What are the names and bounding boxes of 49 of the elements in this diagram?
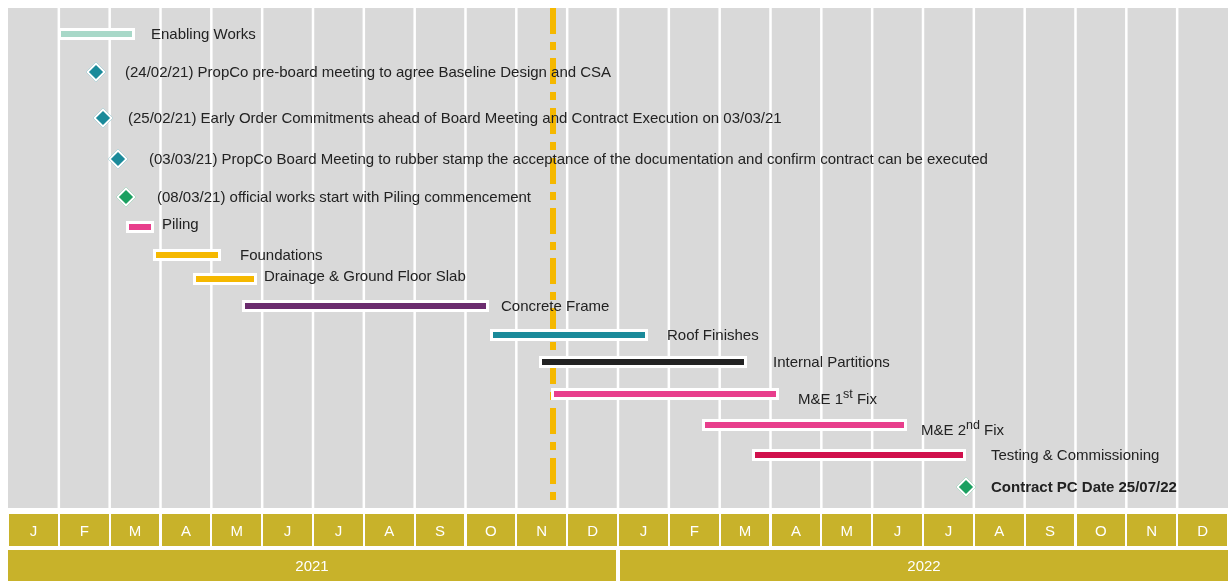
task-label: Piling — [162, 215, 199, 233]
task-label: Roof Finishes — [667, 326, 759, 344]
month-header: F — [59, 514, 109, 546]
month-header: J — [9, 514, 58, 546]
month-header: A — [364, 514, 414, 546]
month-header: A — [161, 514, 211, 546]
month-header: J — [314, 514, 363, 546]
task-bar — [126, 221, 154, 233]
task-bar — [242, 300, 489, 312]
year-header: 2022 — [620, 550, 1228, 581]
month-header: A — [771, 514, 821, 546]
task-bar — [58, 28, 135, 40]
milestone-label: Contract PC Date 25/07/22 — [991, 478, 1177, 496]
task-label: Testing & Commissioning — [991, 446, 1160, 464]
task-label: Drainage & Ground Floor Slab — [264, 267, 466, 285]
task-label: M&E 2$^{nd}$ Fix — [921, 417, 1005, 439]
month-header: F — [669, 514, 719, 546]
task-label: Foundations — [240, 246, 323, 264]
month-header: N — [1127, 514, 1177, 546]
task-bar — [153, 249, 221, 261]
task-bar — [490, 329, 648, 341]
month-header: O — [1076, 514, 1126, 546]
month-header: M — [212, 514, 262, 546]
month-header: J — [619, 514, 668, 546]
task-bar — [193, 273, 257, 285]
task-label: M&E 1$^{st}$ Fix — [798, 386, 877, 408]
month-header: J — [263, 514, 312, 546]
month-header: D — [568, 514, 617, 546]
task-label: Enabling Works — [151, 25, 256, 43]
month-header: J — [873, 514, 922, 546]
task-label: Concrete Frame — [501, 297, 610, 315]
month-header: M — [720, 514, 770, 546]
task-bar — [752, 449, 966, 461]
task-bar — [551, 388, 779, 400]
task-label: Internal Partitions — [773, 353, 890, 371]
month-header: D — [1178, 514, 1227, 546]
month-header: S — [1025, 514, 1075, 546]
milestone-label: (03/03/21) PropCo Board Meeting to rubber stamp the acceptance of the documentation and confirm contract can be executed — [149, 150, 988, 168]
month-header: M — [110, 514, 160, 546]
month-header: O — [466, 514, 516, 546]
month-header: M — [822, 514, 872, 546]
month-header: N — [517, 514, 567, 546]
task-bar — [702, 419, 907, 431]
milestone-label: (08/03/21) official works start with Piling commencement — [157, 188, 532, 206]
month-header: J — [924, 514, 973, 546]
year-header: 2021 — [8, 550, 616, 581]
month-header: S — [415, 514, 465, 546]
task-bar — [539, 356, 747, 368]
month-header: A — [974, 514, 1024, 546]
